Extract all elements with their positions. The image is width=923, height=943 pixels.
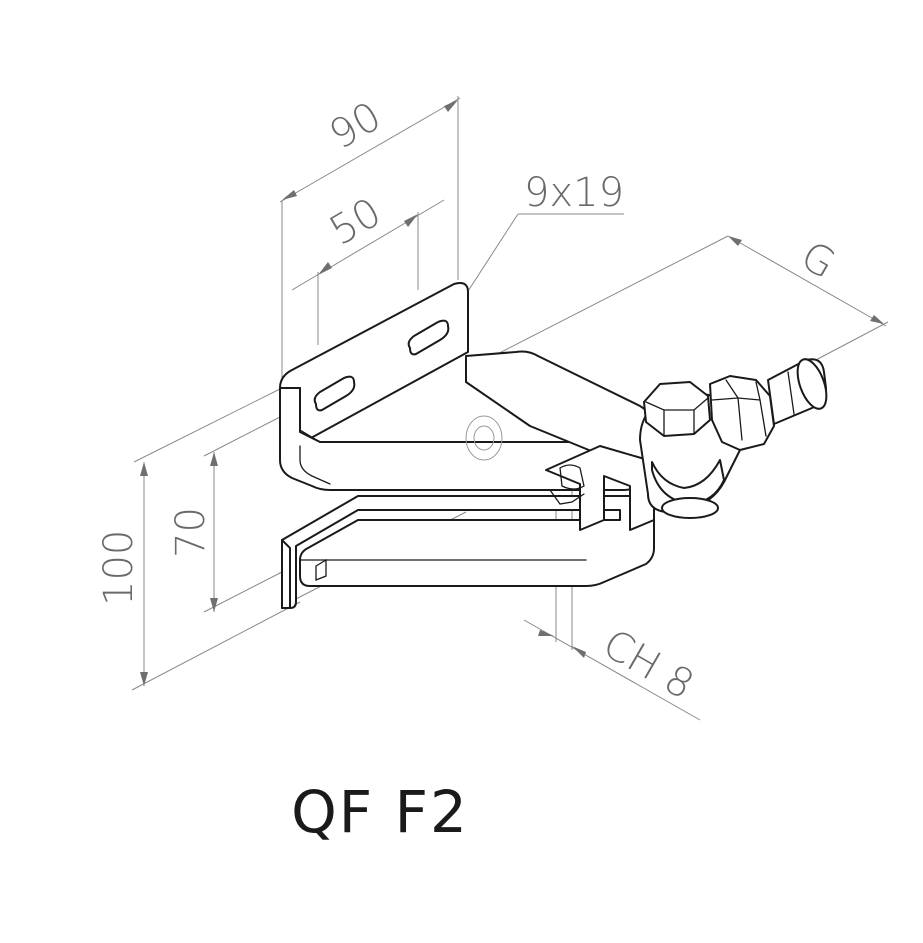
upper-bracket — [279, 282, 655, 531]
dim-100-arrow-bottom — [140, 672, 148, 686]
lower-arm-plate — [281, 495, 655, 609]
shaft-chamfer-line — [787, 371, 795, 415]
slot-right — [407, 319, 450, 356]
counterbore-hole — [465, 415, 503, 461]
counterbore-inner — [473, 425, 495, 451]
upper-arm-fold-line — [299, 429, 599, 443]
hex-nut — [709, 375, 775, 451]
dim-ch8-arrow-right — [572, 646, 586, 658]
dim-50-arrow-right — [404, 214, 418, 227]
model-name: QF F2 — [291, 778, 469, 846]
nut-detail — [549, 489, 585, 505]
dim-70-arrow-top — [210, 452, 218, 466]
dim-ch8-arrow-left — [538, 630, 554, 636]
dim-90-arrow-right — [444, 100, 458, 112]
dim-50-line — [291, 199, 445, 291]
dim-g-arrow-bottom — [870, 315, 884, 324]
dim-90-line — [279, 97, 461, 203]
dim-g-extension-bottom — [811, 321, 889, 363]
dim-g-extension-top — [469, 235, 729, 369]
dim-label-50: 50 — [322, 189, 389, 254]
dim-label-ch8: CH 8 — [595, 621, 701, 709]
bolt-head-top-edge — [645, 397, 709, 411]
dim-label-slot: 9x19 — [524, 170, 624, 216]
dim-ch8-line — [523, 619, 701, 721]
dim-g-line — [727, 235, 887, 327]
slot-left — [313, 375, 356, 412]
dim-50-arrow-left — [318, 262, 332, 275]
dim-label-g: G — [793, 233, 843, 288]
dim-70-arrow-bottom — [210, 598, 218, 612]
shaft-end — [796, 358, 828, 410]
rod-end — [639, 358, 828, 519]
u-channel — [545, 445, 655, 531]
dim-100-extension-bottom — [131, 601, 301, 691]
lower-arm-front-edge — [281, 539, 291, 609]
upper-back-plate — [279, 282, 469, 445]
hex-nut-top — [711, 397, 761, 401]
dim-label-70: 70 — [168, 507, 214, 558]
upper-arm-bend — [299, 445, 331, 485]
lower-bracket — [281, 495, 655, 609]
bolt-head — [643, 381, 711, 437]
dim-70-extension-bottom — [203, 571, 283, 613]
dim-100-arrow-top — [140, 462, 148, 476]
dim-label-100: 100 — [96, 530, 142, 606]
dim-70-extension-top — [203, 415, 283, 457]
dim-label-90: 90 — [322, 93, 389, 158]
hidden-nut — [559, 464, 585, 490]
dim-g-arrow-top — [728, 236, 742, 246]
lower-slot — [315, 558, 327, 581]
socket-bottom-washer — [661, 497, 719, 519]
dim-100-extension-top — [133, 387, 283, 463]
dim-90-arrow-left — [282, 190, 297, 200]
